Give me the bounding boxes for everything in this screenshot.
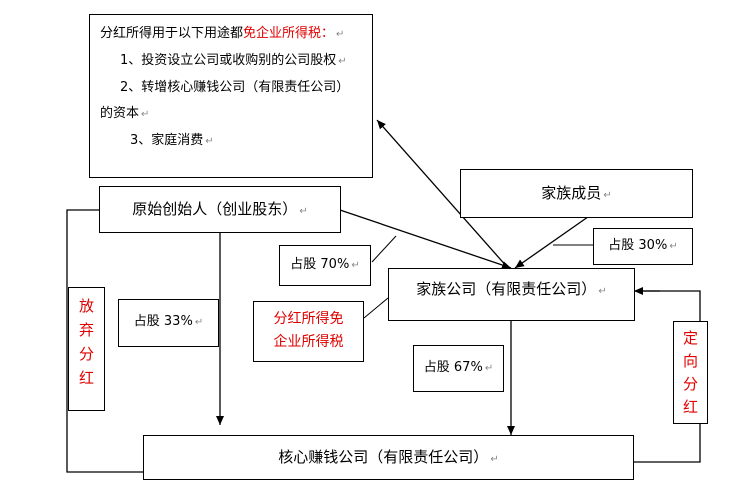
family-members-box: 家族成员↵	[460, 169, 693, 218]
info-item-2: 2、转增核心赚钱公司（有限责任公司）	[120, 80, 350, 95]
directed-dividend-box: 定 向 分 红	[673, 321, 708, 424]
core-company-box: 核心赚钱公司（有限责任公司）↵	[143, 435, 634, 480]
family-company-box: 家族公司（有限责任公司）↵	[388, 268, 635, 321]
info-highlight: 免企业所得税：	[243, 26, 335, 41]
callout-70	[371, 235, 397, 263]
give-up-dividend-box: 放 弃 分 红	[68, 287, 105, 411]
info-box: 分红所得用于以下用途都免企业所得税：↵ 1、投资设立公司或收购别的公司股权↵ 2…	[89, 14, 373, 178]
share-67-label: 占股 67%↵	[413, 345, 504, 392]
info-item-3: 3、家庭消费↵	[130, 133, 214, 148]
info-intro: 分红所得用于以下用途都免企业所得税：↵	[100, 26, 345, 41]
info-item-2-cont: 的资本↵	[100, 106, 150, 121]
callout-dividend	[363, 297, 389, 319]
share-33-label: 占股 33%↵	[118, 299, 219, 347]
arrow-family-company-to-info-box	[376, 119, 509, 269]
share-70-label: 占股 70%↵	[279, 245, 371, 286]
arrow-founder-to-family-company	[339, 209, 512, 269]
info-item-1: 1、投资设立公司或收购别的公司股权↵	[120, 53, 347, 68]
share-30-label: 占股 30%↵	[593, 228, 693, 265]
left-bracket-line	[66, 209, 144, 473]
arrow-members-to-family-company	[514, 211, 596, 269]
founder-box: 原始创始人（创业股东）↵	[99, 186, 341, 233]
dividend-exempt-box: 分红所得免 企业所得税	[253, 301, 364, 362]
